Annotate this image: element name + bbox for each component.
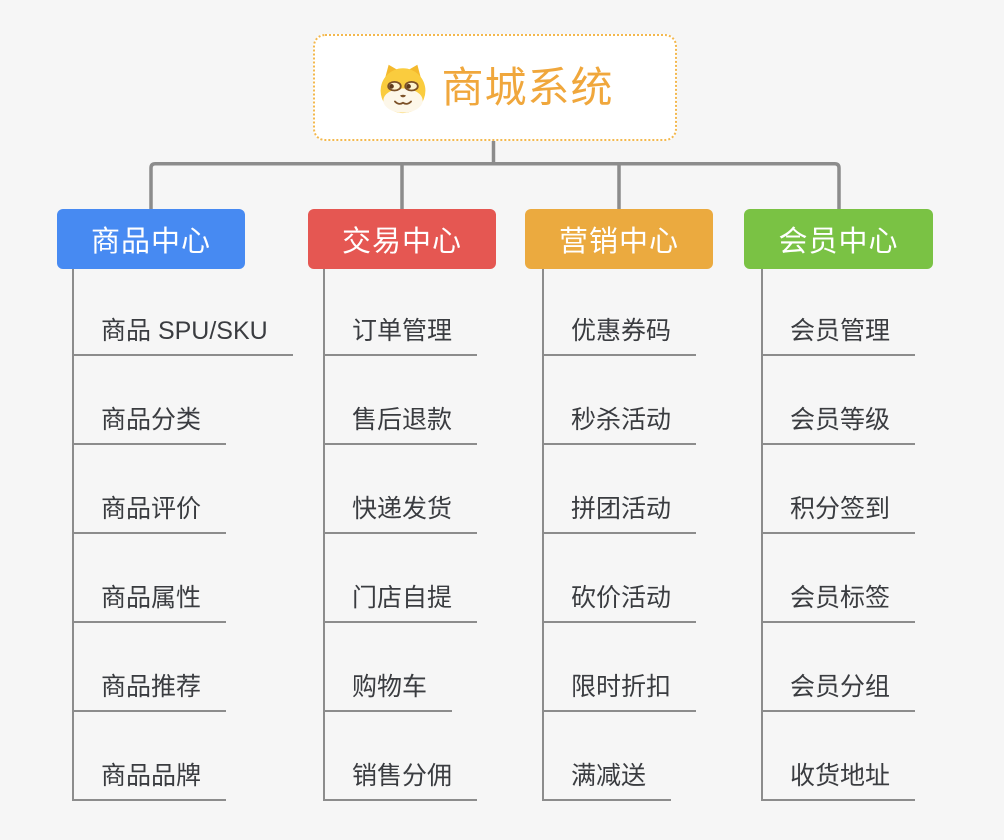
branch-header-marketing-center[interactable]: 营销中心	[525, 209, 713, 269]
topic-item[interactable]: 快递发货	[323, 484, 478, 534]
branch-header-trade-center[interactable]: 交易中心	[308, 209, 496, 269]
topic-item[interactable]: 商品分类	[72, 395, 227, 445]
root-title: 商城系统	[441, 63, 614, 111]
topic-item[interactable]: 会员管理	[761, 306, 916, 356]
topic-item[interactable]: 商品评价	[72, 484, 227, 534]
topic-item[interactable]: 会员等级	[761, 395, 916, 445]
branch-header-product-center[interactable]: 商品中心	[57, 209, 245, 269]
topic-item[interactable]: 积分签到	[761, 484, 916, 534]
topic-item[interactable]: 商品属性	[72, 573, 227, 623]
topic-item[interactable]: 订单管理	[323, 306, 478, 356]
topic-item[interactable]: 收货地址	[761, 751, 916, 801]
topic-item[interactable]: 商品 SPU/SKU	[72, 306, 293, 356]
branch-spine-line	[72, 269, 74, 801]
topic-item[interactable]: 商品推荐	[72, 662, 227, 712]
topic-item[interactable]: 销售分佣	[323, 751, 478, 801]
branch-spine-line	[542, 269, 544, 801]
topic-item[interactable]: 会员标签	[761, 573, 916, 623]
topic-item[interactable]: 售后退款	[323, 395, 478, 445]
branch-spine-line	[323, 269, 325, 801]
topic-item[interactable]: 购物车	[323, 662, 453, 712]
dog-face-icon	[376, 62, 430, 114]
topic-item[interactable]: 优惠券码	[542, 306, 697, 356]
topic-item[interactable]: 拼团活动	[542, 484, 697, 534]
topic-item[interactable]: 满减送	[542, 751, 672, 801]
topic-item[interactable]: 商品品牌	[72, 751, 227, 801]
topic-item[interactable]: 限时折扣	[542, 662, 697, 712]
root-node[interactable]: 商城系统	[313, 34, 677, 141]
topic-item[interactable]: 砍价活动	[542, 573, 697, 623]
topic-item[interactable]: 秒杀活动	[542, 395, 697, 445]
branch-bracket-line	[149, 161, 841, 210]
branch-header-member-center[interactable]: 会员中心	[744, 209, 933, 269]
topic-item[interactable]: 门店自提	[323, 573, 478, 623]
branch-spine-line	[761, 269, 763, 801]
topic-item[interactable]: 会员分组	[761, 662, 916, 712]
